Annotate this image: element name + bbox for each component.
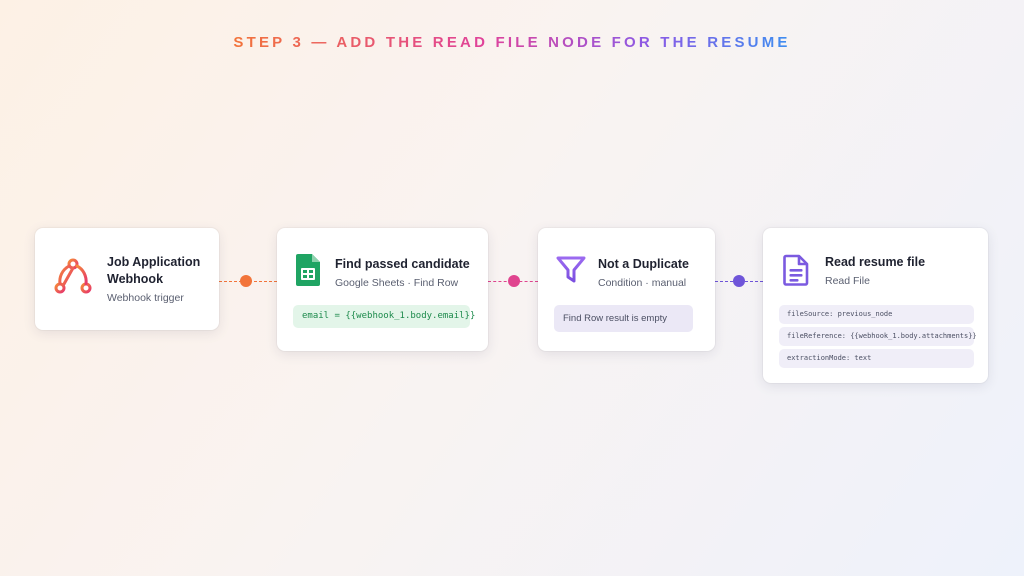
condition-code: email = {{webhook_1.body.email}} (293, 305, 475, 328)
param-file-source: fileSource: previous_node (779, 305, 974, 324)
node-find-candidate[interactable]: Find passed candidate Google Sheets · Fi… (277, 228, 488, 351)
node-title: Job Application Webhook (107, 255, 201, 286)
node-subtitle: Read File (825, 275, 870, 287)
node-subtitle: Condition · manual (598, 277, 687, 289)
connector-dot-1 (240, 275, 252, 287)
node-title: Find passed candidate (335, 257, 470, 271)
node-title: Not a Duplicate (598, 257, 689, 271)
condition-note: Find Row result is empty (554, 305, 693, 332)
step-title: STEP 3 — ADD THE READ FILE NODE FOR THE … (233, 34, 791, 51)
param-extraction-mode: extractionMode: text (779, 349, 974, 368)
node-title: Read resume file (825, 255, 926, 269)
node-webhook[interactable]: Job Application Webhook Webhook trigger (35, 228, 219, 330)
filter-icon (554, 252, 588, 288)
node-not-duplicate[interactable]: Not a Duplicate Condition · manual Find … (538, 228, 715, 351)
node-read-resume-file[interactable]: Read resume file Read File fileSource: p… (763, 228, 988, 383)
node-subtitle: Webhook trigger (107, 292, 184, 304)
webhook-icon (49, 253, 97, 301)
document-icon (779, 252, 813, 288)
node-subtitle: Google Sheets · Find Row (335, 277, 459, 289)
param-file-reference: fileReference: {{webhook_1.body.attachme… (779, 327, 977, 346)
google-sheets-icon (293, 252, 323, 288)
connector-dot-3 (733, 275, 745, 287)
param-list: fileSource: previous_node fileReference:… (779, 305, 977, 368)
connector-dot-2 (508, 275, 520, 287)
